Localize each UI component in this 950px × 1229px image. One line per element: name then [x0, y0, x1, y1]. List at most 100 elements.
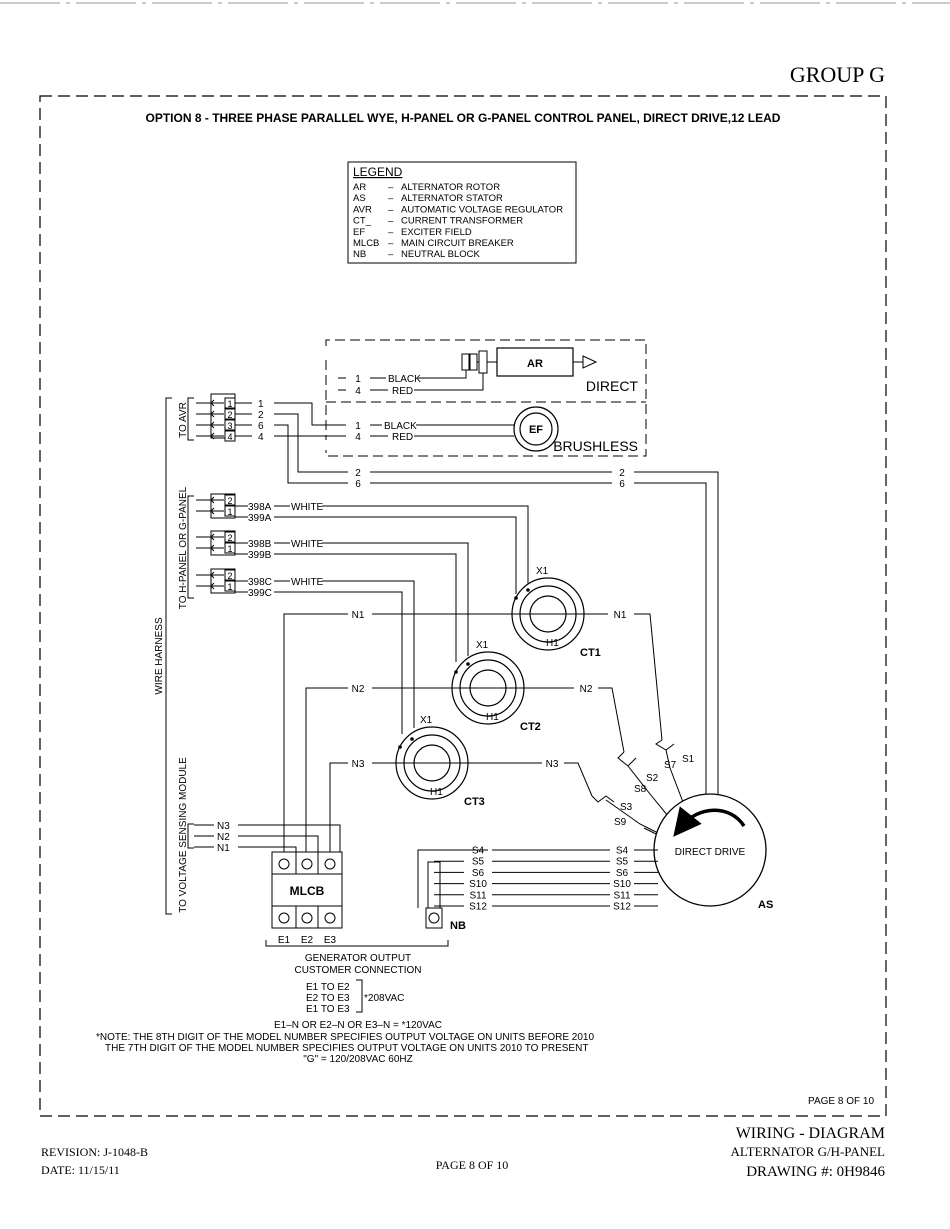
legend-dash: –	[388, 249, 394, 260]
ct-wire-color: WHITE	[291, 577, 324, 588]
avr-pin-number: 4	[227, 432, 232, 442]
avr-pin-symbol	[210, 410, 224, 418]
switch-s9: S9	[614, 817, 627, 828]
legend-box: LEGEND AR–ALTERNATOR ROTORAS–ALTERNATOR …	[347, 161, 577, 264]
exciter-field: EF BRUSHLESS 1 4 BLACK RED	[338, 406, 638, 454]
label-voltage-sensing: TO VOLTAGE SENSING MODULE	[178, 757, 189, 913]
neutral-wires	[283, 613, 663, 854]
avr-wires: 1 2 6 4 2 6 2 6	[235, 399, 719, 798]
lead-label-left: S5	[472, 857, 485, 868]
frame-border	[39, 95, 887, 1117]
lead-label-left: S10	[469, 879, 487, 890]
n1-left-label: N1	[352, 610, 365, 621]
legend-dash: –	[388, 182, 394, 193]
pair-e1-e3: E1 TO E3	[306, 1004, 350, 1015]
avr-wire-4: 4	[258, 432, 264, 443]
ct-wire-color: WHITE	[291, 502, 324, 513]
ct-pin-box	[224, 494, 236, 506]
alternator-rotor: AR DIRECT 1 4 BLACK RED	[338, 347, 638, 397]
page-inner: PAGE 8 OF 10	[808, 1096, 874, 1107]
legend-abbr: AR	[353, 182, 366, 193]
drawing-number: DRAWING #: 0H9846	[746, 1164, 885, 1180]
direct-drive-label: DIRECT DRIVE	[675, 847, 746, 858]
exciter-wire-red: RED	[392, 432, 413, 443]
ct-h1-label: H1	[546, 638, 559, 649]
note-line-2: THE 7TH DIGIT OF THE MODEL NUMBER SPECIF…	[105, 1043, 588, 1054]
page-number: PAGE 8 OF 10	[436, 1158, 509, 1172]
alternator-stator: DIRECT DRIVE AS	[653, 793, 773, 911]
lead-label-left: S11	[469, 890, 486, 901]
label-to-panel: TO H-PANEL OR G-PANEL	[178, 486, 189, 609]
ct-pin-number: 1	[227, 582, 232, 592]
pair-e2-e3: E2 TO E3	[306, 993, 350, 1004]
output-notes: GENERATOR OUTPUT CUSTOMER CONNECTION E1 …	[96, 953, 594, 1065]
revision: REVISION: J-1048-B	[41, 1145, 148, 1159]
rotor-wire-1: 1	[355, 374, 361, 385]
avr-wire-2: 2	[258, 410, 264, 421]
sense-wire-6-left: 6	[355, 479, 361, 490]
rotor-exciter-box	[325, 339, 647, 457]
rotor-wire-4: 4	[355, 386, 361, 397]
avr-pin-number: 3	[227, 421, 232, 431]
ct-pin-number: 2	[227, 571, 232, 581]
ct-pin-symbol	[210, 533, 224, 541]
avr-pin-symbol	[210, 421, 224, 429]
switch-s1: S1	[682, 754, 695, 765]
ct-wire-label: 399B	[248, 550, 272, 561]
ct-wire-label: 398A	[248, 502, 272, 513]
legend-desc: NEUTRAL BLOCK	[401, 249, 480, 260]
avr-pin-number: 2	[227, 410, 232, 420]
lead-label-left: S6	[472, 868, 485, 879]
exciter-label: EF	[529, 424, 543, 436]
legend-desc: ALTERNATOR STATOR	[401, 193, 503, 204]
ct-wire-label: 398C	[248, 577, 272, 588]
n1-right-label: N1	[614, 610, 627, 621]
ct-h1-label: H1	[430, 787, 443, 798]
main-circuit-breaker: MLCB E1 E2 E3	[265, 851, 449, 947]
legend-dash: –	[388, 204, 394, 215]
ct-pin-symbol	[210, 496, 224, 504]
ct-pin-box	[224, 505, 236, 517]
lead-label-left: S4	[472, 846, 485, 857]
rotor-wire-red: RED	[392, 386, 413, 397]
drawing-subtitle: ALTERNATOR G/H-PANEL	[731, 1144, 886, 1159]
exciter-wire-black: BLACK	[384, 421, 417, 432]
legend-heading: LEGEND	[353, 165, 403, 179]
rotor-label: AR	[527, 358, 543, 370]
neutral-voltage: E1–N OR E2–N OR E3–N = *120VAC	[274, 1020, 442, 1031]
harness-labels: TO AVR TO H-PANEL OR G-PANEL WIRE HARNES…	[154, 397, 194, 915]
legend-abbr: EF	[353, 227, 365, 238]
label-wire-harness: WIRE HARNESS	[154, 617, 165, 695]
n3-right-label: N3	[546, 759, 559, 770]
sensing-wires: N3 N2 N1	[194, 821, 341, 854]
ct-name: CT2	[520, 721, 541, 733]
avr-pin-symbol	[210, 399, 224, 407]
as-label: AS	[758, 899, 773, 911]
ct-pin-number: 2	[227, 496, 232, 506]
legend-desc: EXCITER FIELD	[401, 227, 472, 238]
note-line-3: "G" = 120/208VAC 60HZ	[303, 1054, 412, 1065]
label-to-avr: TO AVR	[178, 402, 189, 438]
ct-pin-number: 1	[227, 544, 232, 554]
switch-s2: S2	[646, 773, 659, 784]
ct-polarity-dot	[398, 745, 402, 749]
date: DATE: 11/15/11	[41, 1163, 120, 1177]
legend-desc: MAIN CIRCUIT BREAKER	[401, 238, 514, 249]
ct-wires	[274, 505, 529, 734]
legend-desc: AUTOMATIC VOLTAGE REGULATOR	[401, 204, 563, 215]
sense-n2: N2	[217, 832, 230, 843]
exciter-wire-1: 1	[355, 421, 361, 432]
ct-h1-label: H1	[486, 712, 499, 723]
footer: REVISION: J-1048-B DATE: 11/15/11 PAGE 8…	[41, 1125, 885, 1180]
avr-wire-6: 6	[258, 421, 264, 432]
legend-abbr: CT_	[353, 216, 372, 227]
lead-label-right: S5	[616, 857, 629, 868]
legend-abbr: MLCB	[353, 238, 379, 249]
lead-label-right: S4	[616, 846, 629, 857]
ct-polarity-dot	[514, 596, 518, 600]
n2-right-label: N2	[580, 684, 593, 695]
neutral-block: NB	[417, 849, 488, 932]
